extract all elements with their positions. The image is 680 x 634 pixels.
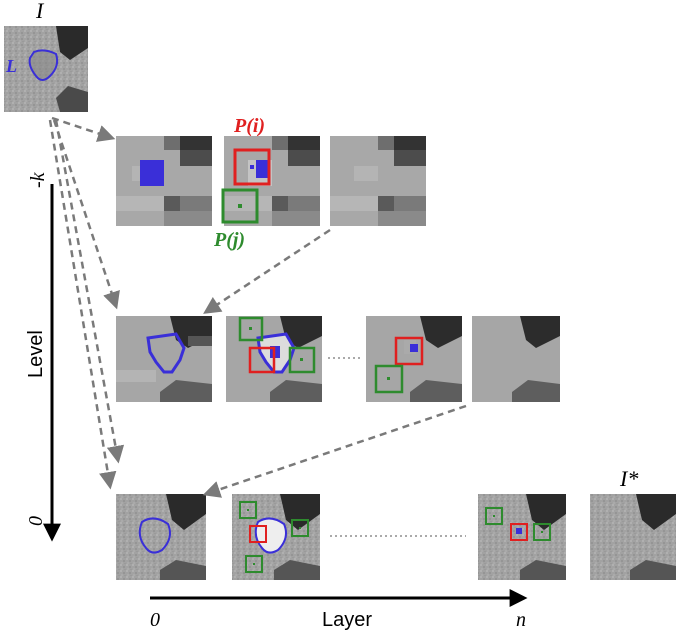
lesion-mask-block [140,160,164,186]
lesion-mask-outline [138,517,171,554]
patch-i-box [249,525,267,543]
level-mid-layer-0 [116,316,212,402]
input-image-label: I [35,0,45,23]
layer-axis-label: Layer [322,609,372,631]
level-mid-layer-2 [366,316,462,402]
arrow-coarse-to-mid [203,228,331,314]
lesion-mask-label: L [5,56,17,76]
patch-j-box [221,188,259,224]
patch-i-box [233,148,271,186]
layer-end-label: n [516,609,526,631]
patch-j-box [245,555,263,573]
layer-start-label: 0 [150,609,160,631]
level-coarse-layer-2 [330,136,426,226]
patch-j-box [533,523,551,541]
patch-j-box [238,316,264,342]
level-axis-label: Level [25,330,47,378]
level-coarse-layer-0 [116,136,212,226]
level-fine-layer-1 [232,494,320,580]
patch-j-box [485,507,503,525]
patch-i-label: P(i) [233,115,265,137]
lesion-mask-outline [28,49,59,81]
level-fine-layer-0 [116,494,206,580]
patch-j-box [374,364,404,394]
arrow-i-to-fine-2 [54,119,125,464]
level-coarse-layer-1 [221,136,320,226]
patch-j-label: P(j) [213,229,245,251]
patch-j-box [239,501,257,519]
arrow-i-to-coarse [51,116,116,142]
level-bottom-label: 0 [25,516,47,526]
level-fine-layer-2 [478,494,566,580]
arrow-i-to-fine [48,119,117,490]
lesion-mask-outline [146,332,186,374]
patch-j-box [288,346,316,374]
input-image-thumbnail [4,26,88,112]
dashed-arrows [48,116,467,498]
level-top-label: -k [27,171,49,188]
patch-i-box [394,336,424,366]
level-mid-layer-3 [472,316,560,402]
patch-j-box [291,519,309,537]
level-mid-layer-1 [226,316,322,402]
output-image-label: I* [619,466,638,491]
arrow-mid-to-fine [202,404,467,498]
patch-i-box [510,523,528,541]
arrow-i-to-mid [52,119,120,310]
output-image-thumbnail [590,494,676,580]
patch-i-box [248,346,276,374]
